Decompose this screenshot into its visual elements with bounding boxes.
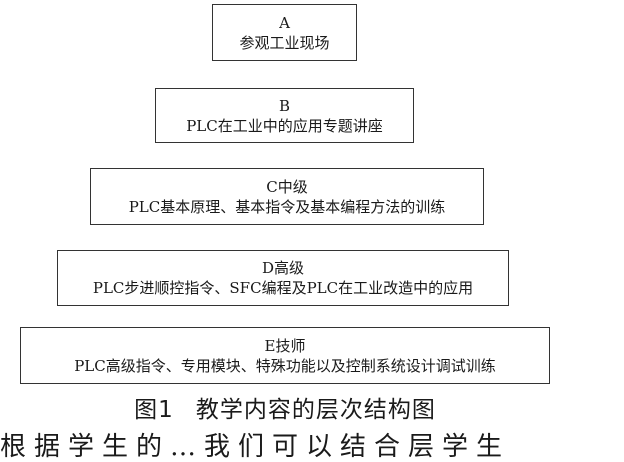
level-b-description: PLC在工业中的应用专题讲座	[186, 116, 383, 135]
level-d-description: PLC步进顺控指令、SFC编程及PLC在工业改造中的应用	[92, 279, 474, 297]
level-c-box: C中级 PLC基本原理、基本指令及基本编程方法的训练	[90, 168, 484, 225]
level-d-label: D高级	[261, 259, 305, 277]
level-e-description: PLC高级指令、专用模块、特殊功能以及控制系统设计调试训练	[74, 356, 496, 375]
level-c-label: C中级	[266, 177, 308, 196]
figure-title: 教学内容的层次结构图	[195, 397, 436, 423]
level-c-description: PLC基本原理、基本指令及基本编程方法的训练	[128, 197, 446, 216]
level-e-box: E技师 PLC高级指令、专用模块、特殊功能以及控制系统设计调试训练	[20, 327, 550, 384]
level-a-description: 参观工业现场	[239, 33, 330, 52]
level-a-label: A	[279, 13, 290, 32]
level-a-box: A 参观工业现场	[212, 4, 357, 61]
cut-off-body-text: 根据学生的…我们可以结合层学生	[0, 432, 511, 462]
figure-caption: 图1 教学内容的层次结构图	[0, 395, 570, 425]
figure-number: 图1	[134, 397, 174, 423]
level-b-label: B	[278, 96, 291, 115]
level-b-box: B PLC在工业中的应用专题讲座	[155, 88, 414, 143]
level-e-label: E技师	[264, 336, 306, 355]
level-d-box: D高级 PLC步进顺控指令、SFC编程及PLC在工业改造中的应用	[57, 250, 509, 306]
